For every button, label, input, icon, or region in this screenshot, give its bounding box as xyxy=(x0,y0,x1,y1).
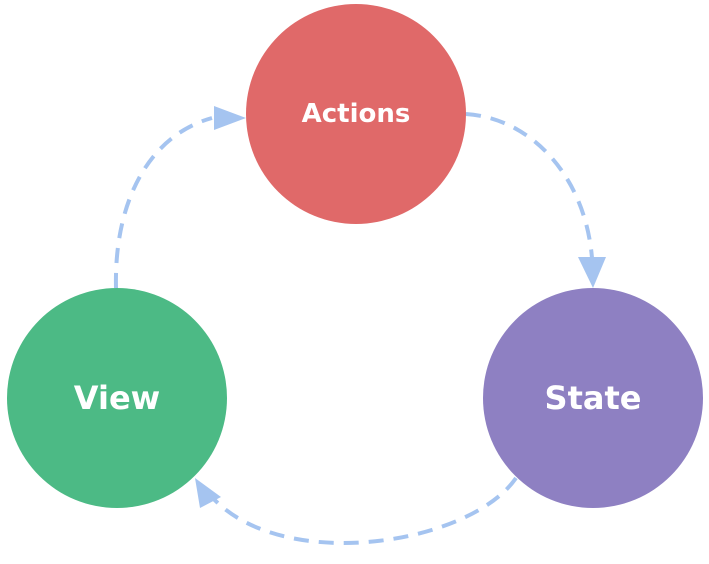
edge-view-to-actions xyxy=(113,116,213,289)
view-node: View xyxy=(7,288,227,508)
edge-state-to-view xyxy=(208,476,518,545)
view-label: View xyxy=(73,379,161,417)
state-label: State xyxy=(544,379,642,417)
arrowhead-to-actions-icon xyxy=(214,106,246,130)
arrowhead-to-state-icon xyxy=(578,257,606,288)
edge-actions-to-state xyxy=(465,112,594,259)
actions-label: Actions xyxy=(301,99,411,129)
state-node: State xyxy=(483,288,703,508)
arrowhead-to-view-icon xyxy=(195,478,221,508)
actions-node: Actions xyxy=(246,4,466,224)
